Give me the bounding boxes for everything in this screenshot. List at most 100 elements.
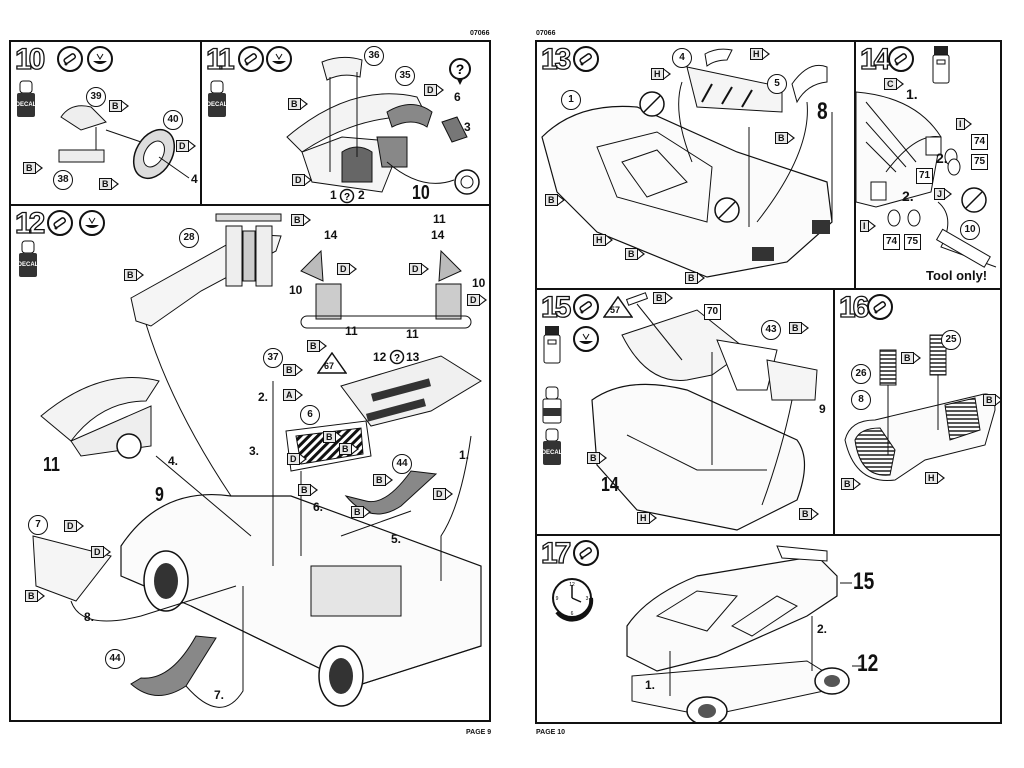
step-number: 13 [540,43,572,76]
question-icon: ? [449,58,471,85]
warning-triangle-icon [317,352,347,374]
paint-flag: D [409,263,429,275]
glue-icon [888,46,914,72]
part-number-label: 9 [819,402,826,416]
question-icon: ? [339,188,355,204]
part-callout: 6 [300,405,320,425]
clear-glue-bottle-icon [543,326,561,364]
paint-flag: B [298,484,318,496]
subassembly-label: 11 [43,454,60,476]
decal-bottle-icon: DECAL [18,240,39,277]
part-callout: 28 [179,228,199,248]
part-callout: 10 [960,220,980,240]
decal-bottle-icon: DECAL [542,428,563,465]
sequence-label: 8. [84,610,95,624]
paint-bowl-icon [87,46,113,72]
paint-flag: A [283,389,303,401]
part-number-label: 2 [358,188,365,202]
svg-text:DECAL: DECAL [542,450,563,456]
subassembly-label: 15 [853,568,875,595]
part-box: 74 [883,234,901,250]
paint-flag: B [124,269,144,281]
part-number-label: 6 [454,90,461,104]
step-number: 12 [14,207,46,240]
part-callout: 36 [364,46,384,66]
paint-flag: B [799,508,819,520]
paint-flag: D [433,488,453,500]
body-illustration [541,48,833,278]
paint-flag: B [587,452,607,464]
sequence-label: 1. [645,678,656,692]
part-box: 71 [916,168,934,184]
paint-flag: B [625,248,645,260]
subassembly-label: 12 [857,650,879,677]
paint-flag: I [956,118,972,130]
paint-flag: B [789,322,809,334]
sequence-label: 1. [906,86,918,102]
step-number: 11 [205,43,235,76]
part-callout: 8 [851,390,871,410]
paint-flag: B [307,340,327,352]
svg-text:?: ? [394,353,400,364]
kit-code-right: 07066 [536,30,556,37]
sequence-label: 2. [817,622,828,636]
glue-icon [573,540,599,566]
svg-text:DECAL: DECAL [207,102,228,108]
svg-text:3: 3 [586,596,589,602]
part-callout: 40 [163,110,183,130]
step-13-panel: 13 1 4 5 H H B B H B B 8 [535,40,856,290]
glue-icon [867,294,893,320]
step-15-panel: 15 57 DECAL 70 43 B B B H B 9 14 [535,288,835,536]
part-callout: 38 [53,170,73,190]
paint-flag: H [651,68,671,80]
engine-label: 14 [431,228,445,242]
sequence-label: 6. [313,500,324,514]
paint-bowl-icon [573,326,599,352]
question-icon: ? [389,349,405,365]
paint-flag: B [23,162,43,174]
engine-label: 10 [289,283,303,297]
part-callout: 43 [761,320,781,340]
part-callout: 39 [86,87,106,107]
paint-flag: B [109,100,129,112]
subassembly-label: 9 [155,484,164,506]
paint-flag: D [424,84,444,96]
part-callout: 26 [851,364,871,384]
sequence-label: 2. [902,188,914,204]
decal-bottle-icon: DECAL [16,80,37,117]
step-10-panel: 10 DECAL 39 40 38 B D B B 4 [9,40,202,206]
step-14-panel: 14 C I J I 74 75 71 74 75 10 1. 2. 2. To… [854,40,1002,290]
part-callout: 7 [28,515,48,535]
paint-flag: B [901,352,921,364]
svg-text:12: 12 [569,582,575,588]
part-callout: 35 [395,66,415,86]
glue-icon [573,46,599,72]
engine-label: 14 [324,228,338,242]
paint-flag: D [176,140,196,152]
paint-flag: C [884,78,904,90]
paint-flag: J [934,188,953,200]
part-callout: 5 [767,74,787,94]
step-11-panel: 11 DECAL 36 35 B D D ? 6 3 1 2 ? 10 [200,40,491,206]
paint-flag: B [983,394,1000,406]
step-12-panel: 12 DECAL [9,204,491,722]
svg-text:?: ? [344,192,350,203]
paint-flag: B [323,431,343,443]
engine-label: 12 [373,350,387,364]
paint-flag: B [545,194,565,206]
kit-code-left: 07066 [470,30,490,37]
part-box: 70 [704,304,722,320]
subassembly-label: 14 [601,474,619,496]
paint-flag: H [593,234,613,246]
engine-label: 10 [472,276,486,290]
paint-flag: D [287,453,307,465]
svg-text:DECAL: DECAL [16,102,37,108]
step-number: 15 [540,291,572,324]
paint-flag: D [91,546,111,558]
decal-bottle-icon: DECAL [207,80,228,117]
chassis-illustration [32,213,482,708]
part-callout: 37 [263,348,283,368]
glue-icon [57,46,83,72]
sequence-label: 1. [459,448,470,462]
clear-glue-bottle-icon [932,46,950,84]
